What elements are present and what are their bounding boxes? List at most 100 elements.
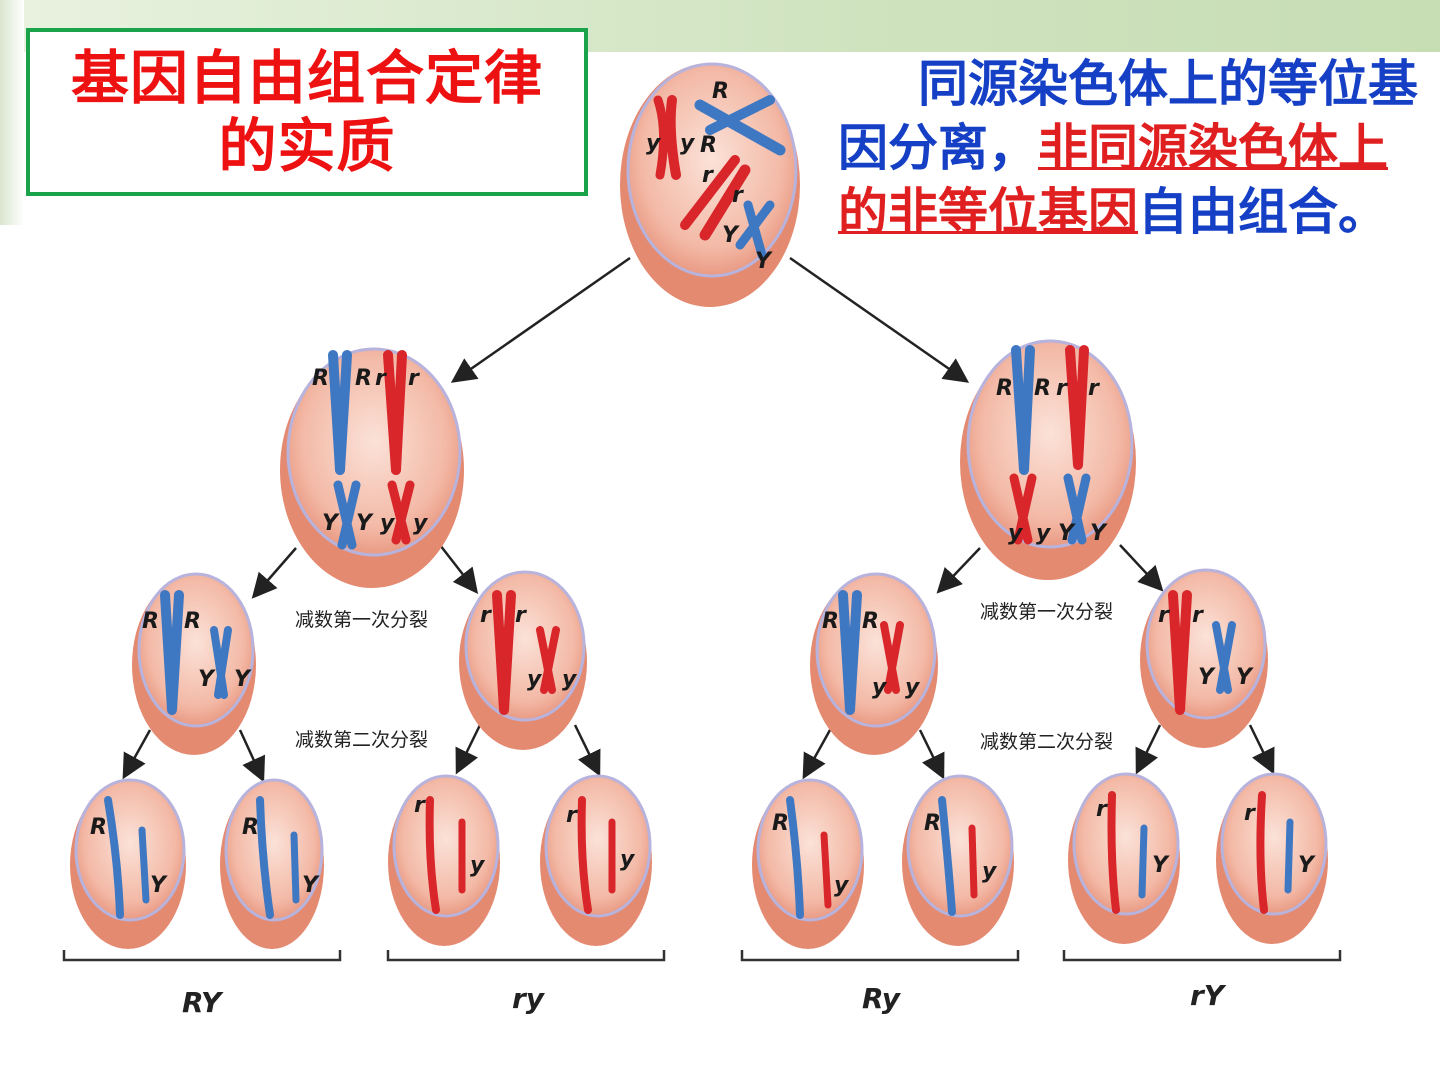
allele-label: Y bbox=[302, 873, 320, 898]
cell-meiosis1-left: R R r r Y Y y y bbox=[280, 347, 464, 588]
allele-label: R bbox=[700, 133, 717, 158]
stage-label-meiosis1-right: 减数第一次分裂 bbox=[980, 601, 1113, 623]
allele-label: Y bbox=[1152, 853, 1170, 878]
gamete-group-label: rY bbox=[1190, 979, 1227, 1012]
allele-label: y bbox=[646, 131, 662, 156]
allele-label: R bbox=[184, 609, 201, 634]
allele-label: r bbox=[1088, 376, 1100, 401]
arrow-d-right bbox=[1248, 724, 1275, 775]
gamete-cell: R Y bbox=[220, 778, 324, 949]
stage-label-meiosis2-left: 减数第二次分裂 bbox=[295, 729, 428, 751]
cell-meiosis2-d: r r Y Y bbox=[1140, 568, 1268, 748]
gamete-group-label: RY bbox=[182, 986, 224, 1019]
parent-cell: R R y y r r Y Y bbox=[620, 62, 800, 307]
allele-label: y bbox=[1008, 521, 1024, 546]
gamete-cell: r y bbox=[540, 774, 652, 946]
cell-meiosis2-c: R R y y bbox=[810, 572, 938, 755]
stage-label-meiosis2-right: 减数第二次分裂 bbox=[980, 731, 1113, 753]
bracket-Ry bbox=[740, 950, 1020, 962]
allele-label: R bbox=[90, 815, 107, 840]
arrow-b-right bbox=[573, 724, 601, 777]
title-box: 基因自由组合定律 的实质 bbox=[26, 28, 588, 196]
allele-label: R bbox=[142, 609, 159, 634]
title-line-2: 的实质 bbox=[218, 112, 396, 180]
allele-label: Y bbox=[1298, 853, 1316, 878]
allele-label: y bbox=[680, 131, 696, 156]
allele-label: r bbox=[408, 366, 420, 391]
cell-meiosis1-right: R R r r y y Y Y bbox=[960, 339, 1136, 580]
gamete-cell: R y bbox=[752, 778, 864, 949]
arrow-c-left bbox=[802, 729, 832, 780]
allele-label: Y bbox=[150, 873, 168, 898]
allele-label: Y bbox=[1198, 665, 1216, 690]
bracket-ry-upper bbox=[62, 950, 342, 962]
arrow-l1-left bbox=[251, 547, 297, 599]
arrow-c-right bbox=[918, 729, 945, 780]
allele-label: r bbox=[1192, 603, 1204, 628]
cell-meiosis2-a: R R Y Y bbox=[132, 572, 256, 755]
allele-label: R bbox=[822, 609, 839, 634]
allele-label: Y bbox=[198, 667, 216, 692]
allele-label: R bbox=[1034, 376, 1051, 401]
allele-label: R bbox=[312, 366, 329, 391]
allele-label: r bbox=[566, 803, 578, 828]
gamete-cell: R y bbox=[902, 774, 1014, 946]
allele-label: R bbox=[862, 609, 879, 634]
allele-label: y bbox=[527, 667, 543, 692]
allele-label: r bbox=[480, 603, 492, 628]
allele-label: Y bbox=[1236, 665, 1254, 690]
allele-label: y bbox=[620, 847, 636, 872]
brackets bbox=[62, 950, 1342, 962]
allele-label: y bbox=[380, 511, 396, 536]
allele-label: r bbox=[1096, 797, 1108, 822]
allele-label: Y bbox=[755, 249, 773, 274]
gamete-cell: r Y bbox=[1068, 772, 1180, 944]
allele-label: y bbox=[872, 675, 888, 700]
gamete-cell: R Y bbox=[70, 778, 186, 949]
allele-label: Y bbox=[1058, 521, 1076, 546]
allele-label: Y bbox=[722, 223, 740, 248]
allele-label: r bbox=[414, 793, 426, 818]
arrow-r1-right bbox=[1119, 544, 1164, 592]
gamete-group-label: ry bbox=[512, 982, 546, 1015]
allele-label: y bbox=[905, 675, 921, 700]
allele-label: r bbox=[1158, 603, 1170, 628]
arrows bbox=[122, 256, 1275, 783]
allele-label: r bbox=[375, 366, 387, 391]
title-line-1: 基因自由组合定律 bbox=[70, 44, 543, 112]
arrow-b-left bbox=[455, 724, 482, 775]
allele-label: R bbox=[712, 79, 729, 104]
allele-label: R bbox=[355, 366, 372, 391]
gamete-group-label: Ry bbox=[862, 982, 902, 1015]
arrow-a-right bbox=[238, 729, 266, 783]
allele-label: Y bbox=[356, 511, 374, 536]
allele-label: R bbox=[996, 376, 1013, 401]
allele-label: y bbox=[834, 873, 850, 898]
arrow-parent-left bbox=[450, 256, 631, 383]
arrow-l1-right bbox=[439, 544, 479, 594]
description-part-1: 同源染色体上的等位基因分离， bbox=[838, 55, 1418, 177]
allele-label: r bbox=[732, 183, 744, 208]
description-highlight: 非同源染色体上的非等位基因 bbox=[838, 119, 1388, 241]
arrow-parent-right bbox=[789, 256, 970, 383]
gamete-cell: r y bbox=[388, 774, 500, 946]
allele-label: y bbox=[470, 853, 486, 878]
cell-meiosis2-b: r r y y bbox=[459, 570, 587, 750]
allele-label: r bbox=[1244, 801, 1256, 826]
bracket-ry-lower bbox=[386, 950, 666, 962]
allele-label: y bbox=[562, 667, 578, 692]
allele-label: r bbox=[515, 603, 527, 628]
allele-label: r bbox=[1056, 376, 1068, 401]
stage-label-meiosis1-left: 减数第一次分裂 bbox=[295, 609, 428, 631]
allele-label: Y bbox=[322, 511, 340, 536]
allele-label: Y bbox=[1090, 521, 1108, 546]
description-part-3: 自由组合。 bbox=[1138, 183, 1388, 241]
arrow-d-left bbox=[1135, 724, 1162, 775]
bracket-rY bbox=[1062, 950, 1342, 962]
arrow-r1-left bbox=[936, 547, 981, 594]
gamete-cell: r Y bbox=[1216, 772, 1328, 944]
arrow-a-left bbox=[122, 729, 152, 780]
allele-label: r bbox=[702, 163, 714, 188]
description-text: 同源染色体上的等位基因分离，非同源染色体上的非等位基因自由组合。 bbox=[838, 52, 1428, 244]
